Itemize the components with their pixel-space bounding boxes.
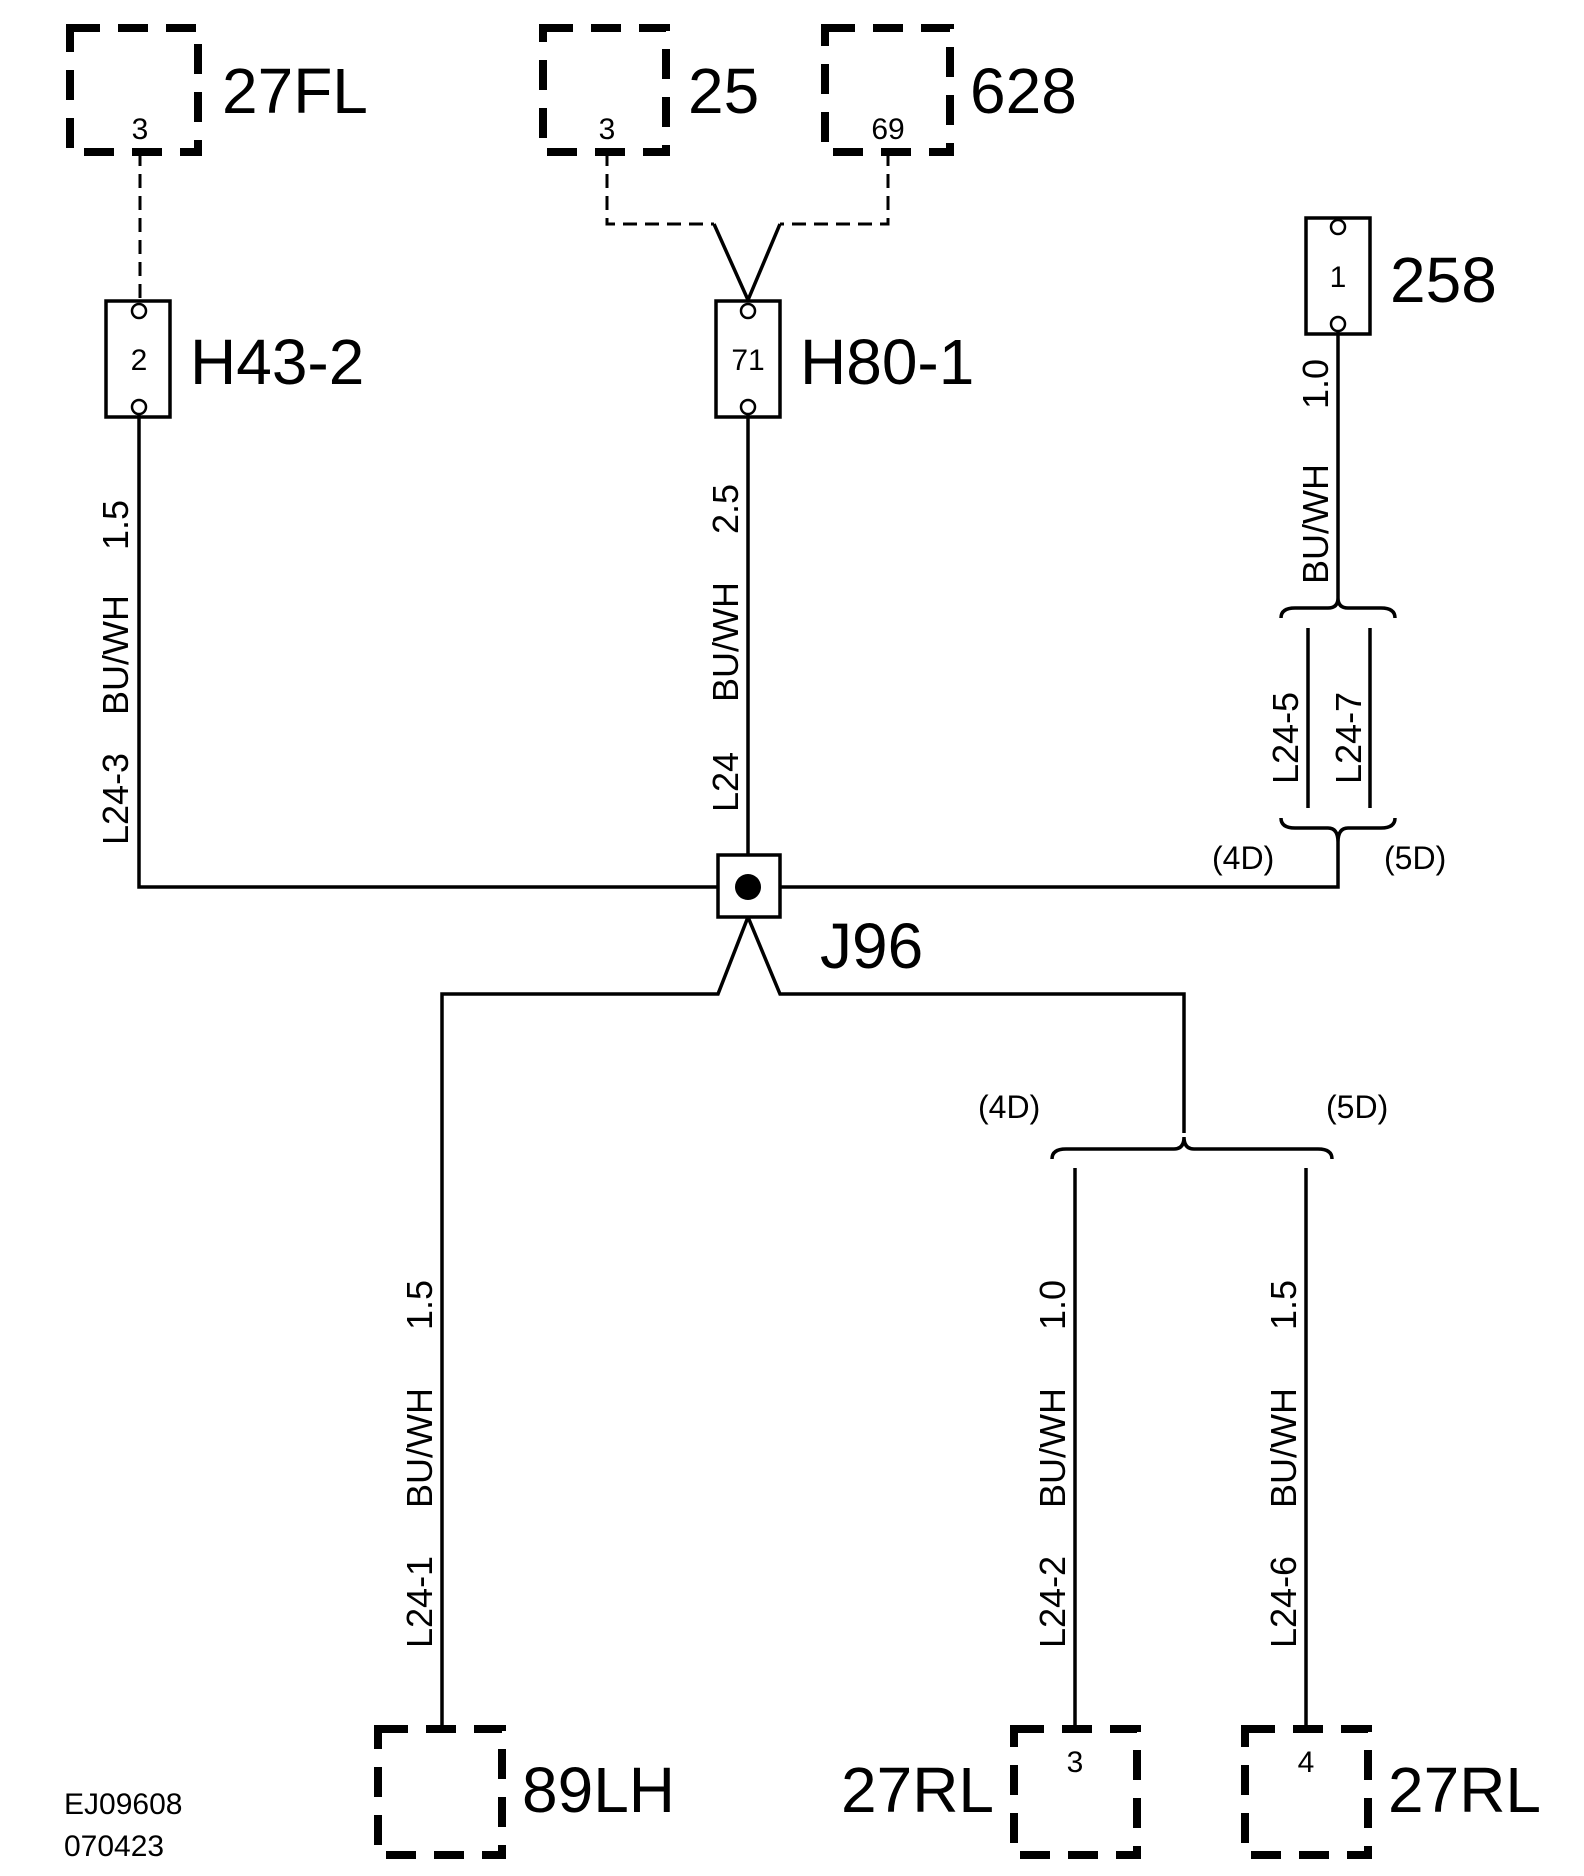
connector-258-pin: 1 <box>1330 261 1347 294</box>
connector-h43-2: 2 H43-2 <box>104 299 364 419</box>
connector-25-pin: 3 <box>599 113 616 146</box>
connector-27fl-box <box>66 24 202 156</box>
wire-l24-1 <box>440 916 750 1729</box>
connector-27rl-4-label: 27RL <box>1388 1754 1541 1826</box>
wire-label-l24-3-size: 1.5 <box>95 500 136 550</box>
wire-label-l24-2: L24-2 BU/WH 1.0 <box>1032 1280 1073 1648</box>
terminal-icon <box>1329 315 1347 333</box>
connector-89lh-box <box>374 1725 506 1859</box>
connector-27rl-4-box <box>1241 1725 1372 1859</box>
wire-label-l24-2-size: 1.0 <box>1032 1280 1073 1330</box>
connector-27rl-4-pin: 4 <box>1298 1746 1315 1779</box>
connector-27fl-pin: 3 <box>132 113 149 146</box>
connector-25: 3 25 <box>539 24 759 156</box>
terminal-icon <box>739 398 757 416</box>
drawing-date-code: 070423 <box>64 1830 164 1863</box>
connector-27rl-3-box <box>1010 1725 1141 1859</box>
connector-h43-2-box <box>104 299 172 419</box>
wire-label-l24-6-color: BU/WH <box>1263 1388 1304 1508</box>
connector-89lh: 89LH <box>374 1725 675 1859</box>
wire-to-rl-split <box>746 916 1186 1133</box>
connector-h80-1-label: H80-1 <box>800 326 974 398</box>
terminal-icon <box>1329 218 1347 236</box>
variant-brace-top <box>1279 597 1397 619</box>
connector-628: 69 628 <box>821 24 1077 156</box>
wire-label-l24-1-color: BU/WH <box>399 1388 440 1508</box>
variant-brace-rl <box>1050 1136 1334 1160</box>
variant-note-bottom-4d: (4D) <box>978 1089 1040 1125</box>
wire-label-l24-5-id: L24-5 <box>1265 692 1306 784</box>
wire-label-l24-6: L24-6 BU/WH 1.5 <box>1263 1280 1304 1648</box>
wire-label-l24-1-size: 1.5 <box>399 1280 440 1330</box>
connector-27fl-label: 27FL <box>222 55 368 127</box>
connector-h80-1: 71 H80-1 <box>714 299 974 419</box>
wire-label-l24-3-color: BU/WH <box>95 595 136 715</box>
splice-dot-icon <box>735 874 761 900</box>
wire-label-l24-1: L24-1 BU/WH 1.5 <box>399 1280 440 1648</box>
variant-brace-bottom <box>1279 817 1397 843</box>
connector-27fl: 3 27FL <box>66 24 368 156</box>
wire-label-258-color: BU/WH <box>1295 464 1336 584</box>
wire-label-258: BU/WH 1.0 <box>1295 359 1336 584</box>
wire-label-l24-7: L24-7 <box>1328 692 1369 784</box>
variant-note-top-5d: (5D) <box>1384 840 1446 876</box>
splice-j96-label: J96 <box>820 910 923 982</box>
connector-258: 1 258 <box>1304 216 1497 336</box>
connector-27rl-3: 3 27RL <box>841 1725 1141 1859</box>
connector-27rl-3-pin: 3 <box>1067 1746 1084 1779</box>
connector-628-pin: 69 <box>871 113 904 146</box>
dashed-wire-25-628 <box>605 152 890 226</box>
connector-27rl-4: 4 27RL <box>1241 1725 1541 1859</box>
wire-label-l24-1-id: L24-1 <box>399 1556 440 1648</box>
terminal-icon <box>739 302 757 320</box>
wire-label-l24-3: L24-3 BU/WH 1.5 <box>95 500 136 845</box>
splice-j96: J96 <box>716 853 923 982</box>
wire-label-l24-6-size: 1.5 <box>1263 1280 1304 1330</box>
variant-note-bottom-5d: (5D) <box>1326 1089 1388 1125</box>
variant-wires-l24-5-l24-7 <box>1306 628 1372 808</box>
wire-label-258-size: 1.0 <box>1295 359 1336 409</box>
terminal-icon <box>130 398 148 416</box>
connector-628-label: 628 <box>970 55 1077 127</box>
wire-label-l24-color: BU/WH <box>705 582 746 702</box>
wire-label-l24-id: L24 <box>705 752 746 812</box>
connector-258-box <box>1304 216 1372 336</box>
drawing-code: EJ09608 <box>64 1788 182 1821</box>
connector-h43-2-pin: 2 <box>131 344 148 377</box>
connector-25-box <box>539 24 670 156</box>
wire-label-l24-size: 2.5 <box>705 484 746 534</box>
wire-label-l24-2-id: L24-2 <box>1032 1556 1073 1648</box>
wire-label-l24-3-id: L24-3 <box>95 753 136 845</box>
wire-to-258-splice <box>780 842 1340 889</box>
connector-258-label: 258 <box>1390 244 1497 316</box>
variant-note-top-4d: (4D) <box>1212 840 1274 876</box>
wire-label-l24: L24 BU/WH 2.5 <box>705 484 746 812</box>
wire-label-l24-5: L24-5 <box>1265 692 1306 784</box>
connector-h80-1-pin: 71 <box>731 344 764 377</box>
wire-label-l24-2-color: BU/WH <box>1032 1388 1073 1508</box>
wire-label-l24-6-id: L24-6 <box>1263 1556 1304 1648</box>
wire-label-l24-7-id: L24-7 <box>1328 692 1369 784</box>
connector-27rl-3-label: 27RL <box>841 1754 994 1826</box>
terminal-icon <box>130 302 148 320</box>
wire-merge-h80 <box>712 223 782 305</box>
wire-l24-3 <box>137 414 718 889</box>
connector-h43-2-label: H43-2 <box>190 326 364 398</box>
connector-89lh-label: 89LH <box>522 1754 675 1826</box>
connector-25-label: 25 <box>688 55 759 127</box>
